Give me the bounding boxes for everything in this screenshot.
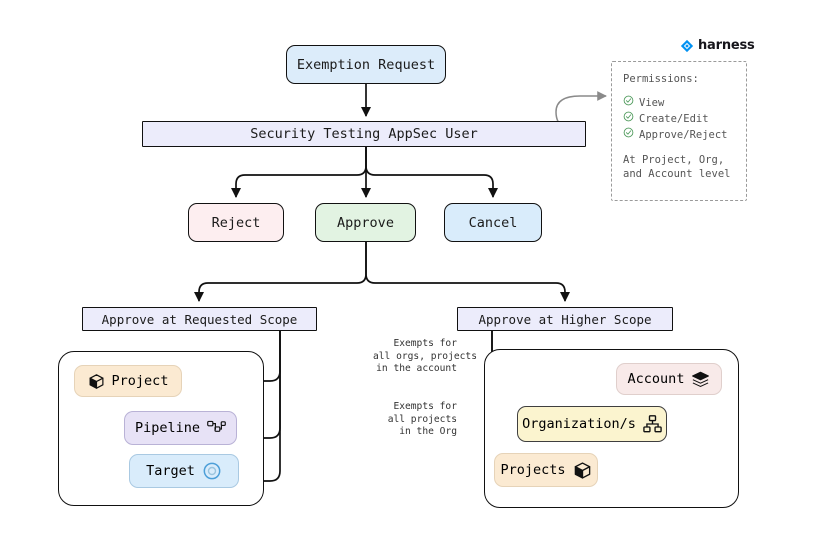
permission-item-create-edit: Create/Edit [623,111,737,127]
permissions-footer: At Project, Org, and Account level [623,154,731,180]
node-approve[interactable]: Approve [315,203,416,242]
node-approve-at-higher-scope[interactable]: Approve at Higher Scope [457,307,673,331]
node-label: Approve [337,214,394,231]
permission-label: Create/Edit [639,112,709,125]
permission-item-view: View [623,95,737,111]
node-label: Approve at Higher Scope [478,311,652,327]
check-circle-icon [623,111,634,127]
chip-label: Projects [500,462,566,478]
permission-label: View [639,96,665,109]
node-approve-at-requested-scope[interactable]: Approve at Requested Scope [82,307,317,331]
node-exemption-request[interactable]: Exemption Request [286,45,446,84]
cube-icon [573,461,592,480]
brand-name: harness [698,38,755,53]
sitemap-icon [643,415,662,433]
check-circle-icon [623,95,634,111]
chip-label: Organization/s [522,416,636,432]
node-label: Approve at Requested Scope [101,311,298,327]
chip-pipeline[interactable]: Pipeline [124,411,237,445]
chip-label: Target [146,463,195,479]
edge-label-to-org: Exempts for all projects in the Org [387,401,457,437]
chip-account[interactable]: Account [616,363,722,395]
chip-label: Pipeline [134,420,201,436]
node-reject[interactable]: Reject [188,203,284,242]
cube-icon [88,373,105,390]
target-icon [202,461,222,481]
permissions-title: Permissions: [623,73,699,85]
node-security-testing-appsec-user[interactable]: Security Testing AppSec User [142,121,586,147]
chip-organizations[interactable]: Organization/s [517,406,667,442]
node-label: Security Testing AppSec User [250,126,478,142]
nodes-icon [207,420,226,436]
permission-item-approve-reject: Approve/Reject [623,127,737,143]
chip-label: Project [111,373,169,389]
edge-label-to-account: Exempts for all orgs, projects in the ac… [373,338,477,374]
check-circle-icon [623,127,634,143]
harness-diamond-icon [680,39,694,53]
node-cancel[interactable]: Cancel [444,203,542,242]
chip-projects[interactable]: Projects [494,453,598,487]
permission-label: Approve/Reject [639,128,728,141]
permissions-panel: Permissions: View Create/Edit [611,61,747,201]
node-label: Exemption Request [296,56,436,73]
layers-icon [691,370,710,389]
harness-logo: harness [680,38,755,53]
node-label: Cancel [468,214,518,231]
chip-project[interactable]: Project [74,365,182,397]
chip-label: Account [627,371,685,387]
chip-target[interactable]: Target [129,454,239,488]
node-label: Reject [211,214,261,231]
